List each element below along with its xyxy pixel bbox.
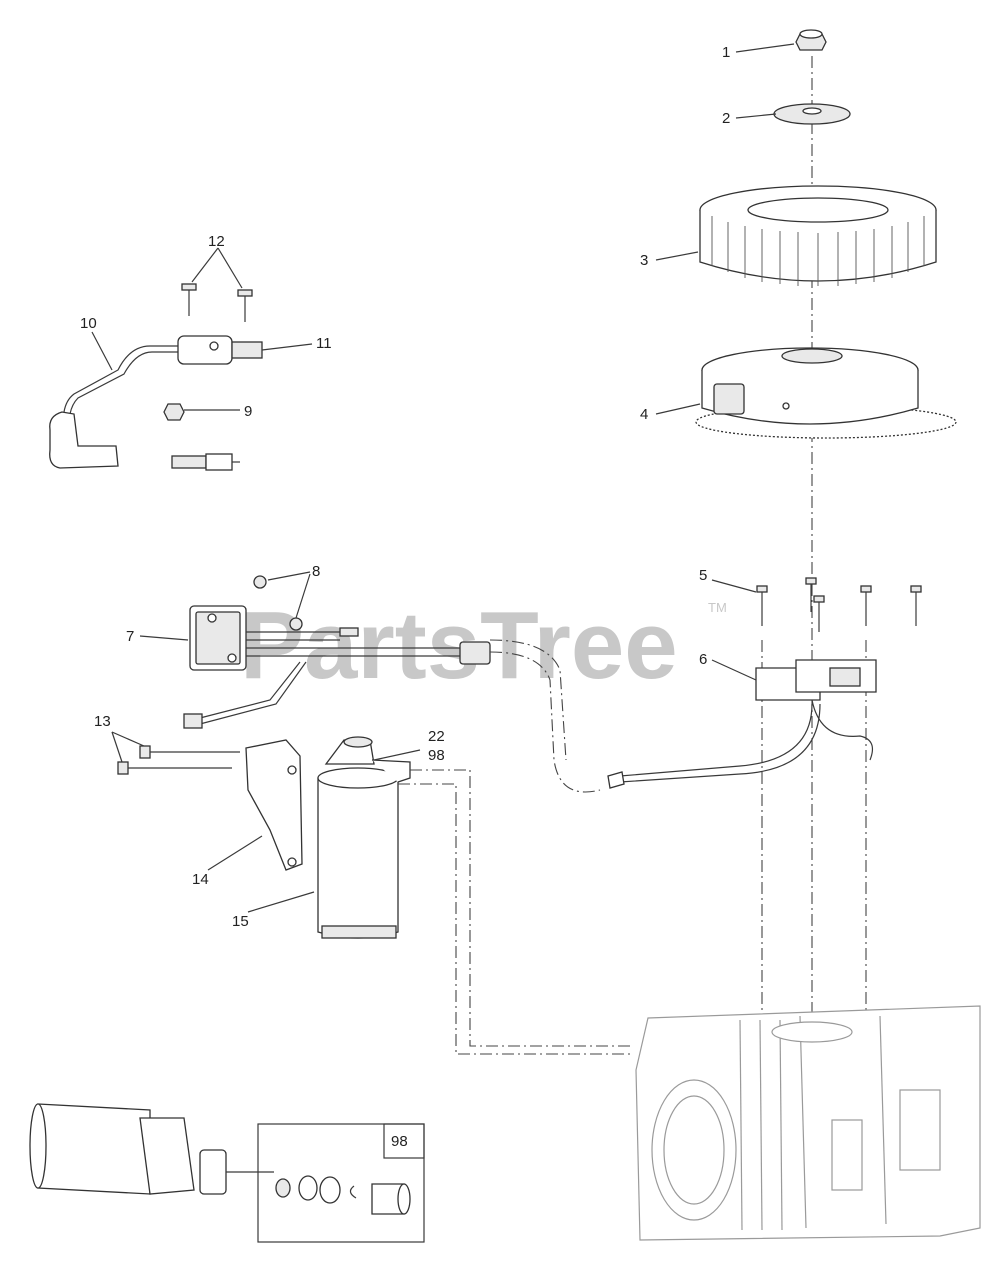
callout-2: 2 <box>722 110 730 127</box>
callout-13: 13 <box>94 713 111 730</box>
callout-4: 4 <box>640 406 648 423</box>
leader-lines <box>91 43 795 913</box>
flywheel-washer <box>773 103 851 125</box>
cooling-fan <box>699 185 937 286</box>
ignition-coil <box>49 335 263 469</box>
callout-9: 9 <box>244 403 252 420</box>
callout-11: 11 <box>316 335 332 352</box>
rectifier-nuts <box>253 575 303 631</box>
flywheel-nut <box>795 29 827 51</box>
engine-block <box>635 1005 981 1241</box>
callout-5: 5 <box>699 567 707 584</box>
regulator-rectifier <box>183 605 601 793</box>
inset-label: 98 <box>391 1133 408 1150</box>
callout-7: 7 <box>126 628 134 645</box>
starter-bolts <box>117 745 240 775</box>
callout-10: 10 <box>80 315 97 332</box>
callout-1: 1 <box>722 44 730 61</box>
callout-3: 3 <box>640 252 648 269</box>
starter-exploded-view <box>29 1103 274 1195</box>
callout-98: 98 <box>428 747 445 764</box>
spark-plug <box>171 453 240 471</box>
callout-8: 8 <box>312 563 320 580</box>
ignition-nut <box>163 403 185 421</box>
callout-14: 14 <box>192 871 209 888</box>
callout-15: 15 <box>232 913 249 930</box>
callout-6: 6 <box>699 651 707 668</box>
starter-motor <box>317 736 630 1055</box>
coil-screws <box>181 283 253 322</box>
armature-screws <box>756 577 922 632</box>
alternator-assembly <box>607 659 877 789</box>
callout-12: 12 <box>208 233 225 250</box>
starter-bracket <box>245 739 303 871</box>
callout-22: 22 <box>428 728 445 745</box>
inset-box-98: 98 <box>257 1123 425 1243</box>
flywheel <box>695 347 957 439</box>
watermark-text: PartsTree <box>240 592 678 699</box>
watermark-trademark: TM <box>708 600 727 615</box>
